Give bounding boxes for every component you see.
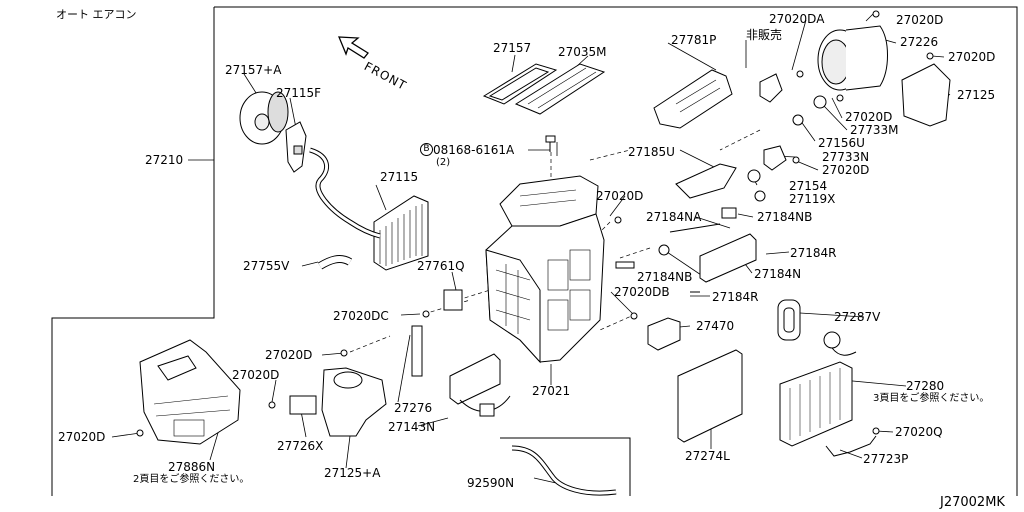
evaporator-part: [779, 331, 857, 447]
part-label-27125[interactable]: 27125: [957, 88, 996, 102]
part-label-27115[interactable]: 27115: [380, 170, 419, 184]
part-label-27020D-a[interactable]: 27020D: [265, 348, 313, 362]
seal-part: [411, 325, 423, 377]
part-label-27020D-e[interactable]: 27020D: [896, 13, 944, 27]
part-label-27020D-d[interactable]: 27020D: [596, 189, 644, 203]
part-label-27125A[interactable]: 27125+A: [324, 466, 381, 480]
part-label-27119X[interactable]: 27119X: [789, 192, 836, 206]
connector-part: [615, 261, 635, 269]
heater-unit-part: [485, 175, 605, 364]
part-label-27185U[interactable]: 27185U: [628, 145, 675, 159]
part-label-27020DA[interactable]: 27020DA: [769, 12, 825, 26]
part-label-27184NA[interactable]: 27184NA: [646, 210, 702, 224]
bolt-part: [545, 135, 556, 152]
part-label-27156U[interactable]: 27156U: [818, 136, 865, 150]
heater-core-part: [373, 195, 429, 271]
vent-duct-part: [675, 163, 737, 199]
part-label-hihanbai[interactable]: 非販売: [746, 28, 783, 42]
part-label-27723P[interactable]: 27723P: [863, 452, 909, 466]
fan-housing-part: [901, 63, 951, 127]
filter-part: [482, 63, 558, 105]
harness-part: [449, 353, 511, 417]
part-label-27020DC[interactable]: 27020DC: [333, 309, 389, 323]
part-label-27035M[interactable]: 27035M: [558, 45, 607, 59]
part-label-27020D-c[interactable]: 27020D: [58, 430, 106, 444]
boundary-line: [214, 6, 1018, 496]
part-label-27287V[interactable]: 27287V: [834, 310, 881, 324]
part-label-92590N[interactable]: 92590N: [467, 476, 515, 490]
boundary-line: [51, 7, 215, 496]
part-label-27761Q[interactable]: 27761Q: [417, 259, 465, 273]
clip-part: [136, 10, 934, 437]
part-label-27020D-h[interactable]: 27020D: [822, 163, 870, 177]
blower-fan-part: [817, 25, 888, 91]
part-label-27020DB[interactable]: 27020DB: [614, 285, 670, 299]
part-label-27020D-f[interactable]: 27020D: [948, 50, 996, 64]
control-module-part: [647, 317, 681, 351]
part-label-27154[interactable]: 27154: [789, 179, 828, 193]
filter-part: [514, 63, 606, 115]
part-label-27184N[interactable]: 27184N: [754, 267, 802, 281]
boundary-line: [500, 437, 631, 496]
part-label-27886N[interactable]: 27886N: [168, 460, 216, 474]
ventilator-part: [653, 69, 733, 129]
part-label-27020D-b[interactable]: 27020D: [232, 368, 280, 382]
part-label-27276[interactable]: 27276: [394, 401, 433, 415]
part-label-27020Q[interactable]: 27020Q: [895, 425, 943, 439]
part-label-27184NB-b[interactable]: 27184NB: [637, 270, 693, 284]
seal-part: [777, 299, 801, 341]
sensor-wire-part: [825, 435, 877, 457]
part-label-27470[interactable]: 27470: [696, 319, 735, 333]
actuator-cluster-part: [747, 73, 827, 202]
air-filter-part: [677, 349, 743, 443]
part-label-27184R-a[interactable]: 27184R: [790, 246, 837, 260]
part-label-27210[interactable]: 27210: [145, 153, 184, 167]
duct-part: [321, 367, 387, 437]
part-label-08168-6161A[interactable]: 08168-6161A: [433, 143, 515, 157]
part-qty-08168: (2): [436, 157, 451, 168]
part-label-27021[interactable]: 27021: [532, 384, 571, 398]
motor-actuator-part: [289, 395, 317, 415]
bracket-part: [285, 121, 307, 173]
intake-unit-part: [139, 339, 241, 445]
part-label-27733N[interactable]: 27733N: [822, 150, 870, 164]
part-label-27755V[interactable]: 27755V: [243, 259, 290, 273]
part-label-27726X[interactable]: 27726X: [277, 439, 324, 453]
part-note-27886N: 2頁目をご参照ください。: [133, 474, 250, 485]
part-label-27274L[interactable]: 27274L: [685, 449, 730, 463]
front-arrow-icon: [338, 36, 369, 59]
part-label-27226[interactable]: 27226: [900, 35, 939, 49]
part-label-27020D-g[interactable]: 27020D: [845, 110, 893, 124]
part-label-27157[interactable]: 27157: [493, 41, 532, 55]
diagram-code: J27002MK: [940, 495, 1005, 510]
part-label-27184R-b[interactable]: 27184R: [712, 290, 759, 304]
part-label-27733M[interactable]: 27733M: [850, 123, 899, 137]
part-label-27280[interactable]: 27280: [906, 379, 945, 393]
part-label-27143N[interactable]: 27143N: [388, 420, 436, 434]
part-label-27781P[interactable]: 27781P: [671, 33, 717, 47]
actuator-part: [443, 289, 463, 311]
part-note-27280: 3頁目をご参照ください。: [873, 393, 990, 404]
blower-motor-part: [239, 91, 289, 145]
grille-part: [658, 207, 757, 293]
part-label-27157A[interactable]: 27157+A: [225, 63, 282, 77]
diagram-title: オート エアコン: [56, 8, 137, 21]
part-label-27115F[interactable]: 27115F: [276, 86, 322, 100]
bolt-mark-icon: B: [420, 143, 433, 156]
part-label-27184NB-a[interactable]: 27184NB: [757, 210, 813, 224]
